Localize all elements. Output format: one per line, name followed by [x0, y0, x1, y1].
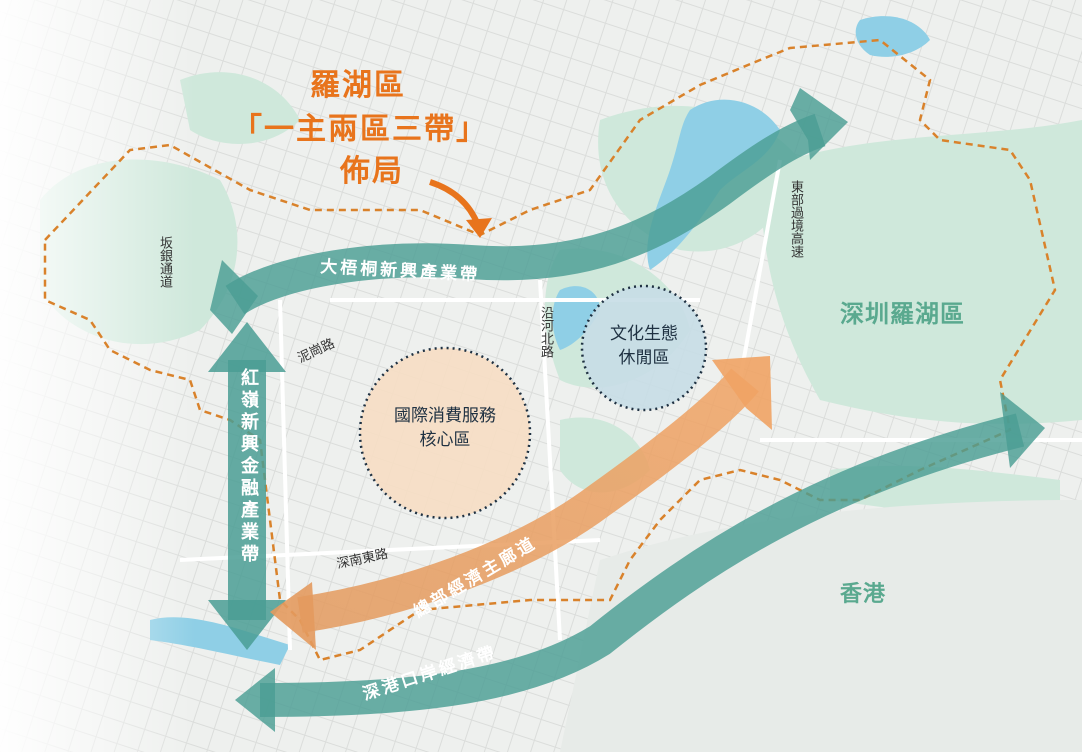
- consumption-core-circle: [358, 346, 532, 520]
- title-pointer-arrowhead: [466, 218, 492, 238]
- dawutong-belt-arrowhead-west: [210, 260, 258, 334]
- road-label-east-crossing: 東部過境高速: [788, 180, 803, 258]
- eco-leisure-circle: [580, 284, 708, 412]
- hq-corridor-arrowhead-west: [270, 582, 316, 650]
- road-label-yanhe-north: 沿河北路: [538, 306, 553, 358]
- hongling-belt-arrowhead-north: [208, 322, 286, 372]
- eco-leisure-label-line1: 文化生態: [610, 324, 678, 344]
- port-belt-arrowhead-east: [1000, 392, 1045, 468]
- consumption-core-label-line1: 國際消費服務: [394, 406, 496, 426]
- map-title-line2: 「一主兩區三帶」: [232, 112, 488, 147]
- map-title-line3: 佈局: [340, 154, 404, 189]
- hq-corridor-band: [297, 368, 759, 633]
- district-label-shenzhen-luohu: 深圳羅湖區: [840, 300, 965, 328]
- port-belt-arrowhead-west: [235, 668, 275, 732]
- dawutong-belt-band: [225, 113, 826, 315]
- map-title-line1: 羅湖區: [310, 68, 406, 103]
- road-label-banyin: 坂銀通道: [157, 236, 172, 288]
- consumption-core-label-line2: 核心區: [419, 430, 471, 450]
- hq-corridor-arrowhead-northeast: [712, 356, 772, 430]
- eco-leisure-label-line2: 休閒區: [618, 348, 670, 368]
- hongling-belt-label: 紅嶺新興金融產業帶: [238, 368, 259, 566]
- eco-leisure-label: 文化生態 休閒區: [584, 322, 704, 370]
- port-belt-band: [259, 413, 1025, 717]
- hongling-belt-arrowhead-south: [208, 600, 286, 650]
- district-label-hong-kong: 香港: [840, 582, 887, 607]
- consumption-core-label: 國際消費服務 核心區: [365, 404, 525, 452]
- dawutong-belt-arrowhead-east: [790, 88, 848, 160]
- hongling-belt-band: [228, 360, 266, 620]
